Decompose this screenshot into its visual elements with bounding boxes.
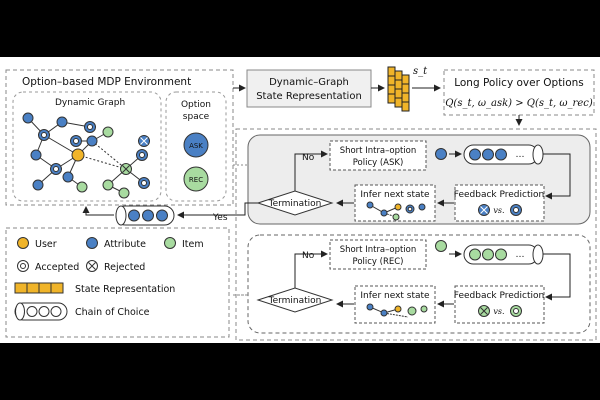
dynamic-graph-label: Dynamic Graph xyxy=(55,98,125,108)
graph-nodes xyxy=(22,112,130,199)
diagram: Option–based MDP Environment Dynamic Gra… xyxy=(5,66,597,341)
ask-termination: Termination xyxy=(268,199,322,209)
rec-no: No xyxy=(302,251,315,261)
long-policy-title: Long Policy over Options xyxy=(454,77,584,89)
rec-feedback-label: Feedback Prediction xyxy=(454,291,544,301)
legend-user: User xyxy=(35,239,57,250)
state-vector xyxy=(387,66,410,112)
legend-attribute: Attribute xyxy=(104,239,146,250)
legend-rejected: Rejected xyxy=(104,262,145,273)
environment-title: Option–based MDP Environment xyxy=(22,76,191,88)
rec-label: REC xyxy=(189,176,203,184)
rec-termination: Termination xyxy=(268,296,322,306)
ask-panel: Short Intra–option Policy (ASK) … Feedba… xyxy=(247,134,591,225)
legend-state-icon xyxy=(14,282,64,294)
ask-infer-label: Infer next state xyxy=(360,190,430,200)
options-box xyxy=(235,128,597,341)
ask-chain-ellipsis: … xyxy=(516,150,525,160)
ask-policy-line2: Policy (ASK) xyxy=(353,158,404,168)
rejected-nodes xyxy=(120,135,150,189)
state-rep-line2: State Representation xyxy=(256,91,362,102)
rec-policy-line1: Short Intra–option xyxy=(340,245,417,255)
yes-arrow xyxy=(177,202,258,219)
rec-policy-line2: Policy (REC) xyxy=(353,257,404,267)
chain-of-choice xyxy=(115,205,175,226)
accepted-nodes xyxy=(38,121,148,175)
yes-label: Yes xyxy=(212,213,228,223)
ask-option-node xyxy=(183,132,209,158)
state-vector-label: s_t xyxy=(413,66,428,77)
rec-chain-ellipsis: … xyxy=(516,250,525,260)
ask-vs: vs. xyxy=(493,206,504,215)
legend-chain: Chain of Choice xyxy=(75,307,150,318)
ask-policy-line1: Short Intra–option xyxy=(340,146,417,156)
chain-to-env-arrow xyxy=(82,206,114,216)
legend-state-rep: State Representation xyxy=(75,284,175,295)
option-space-box xyxy=(165,91,227,202)
environment-box xyxy=(5,69,234,206)
ask-no: No xyxy=(302,153,315,163)
option-space-line1: Option xyxy=(181,100,211,110)
rec-vs: vs. xyxy=(493,307,504,316)
legend-item-icon xyxy=(164,237,176,249)
dynamic-graph-box xyxy=(12,91,162,202)
state-rep-line1: Dynamic–Graph xyxy=(269,77,349,88)
ask-feedback-label: Feedback Prediction xyxy=(454,190,544,200)
legend-user-icon xyxy=(17,237,29,249)
rec-option-node xyxy=(183,166,209,192)
long-policy-formula: Q(s_t, ω_ask) > Q(s_t, ω_rec) xyxy=(445,98,593,109)
legend-chain-icon xyxy=(14,302,68,321)
legend-box xyxy=(5,227,230,338)
legend-accepted: Accepted xyxy=(35,262,79,273)
option-space-line2: space xyxy=(183,112,210,122)
legend-attribute-icon xyxy=(86,237,98,249)
state-rep-box xyxy=(246,69,372,108)
rec-panel: Short Intra–option Policy (REC) … Feedba… xyxy=(247,234,591,334)
rec-infer-label: Infer next state xyxy=(360,291,430,301)
legend-item: Item xyxy=(182,239,204,250)
ask-label: ASK xyxy=(189,142,203,150)
